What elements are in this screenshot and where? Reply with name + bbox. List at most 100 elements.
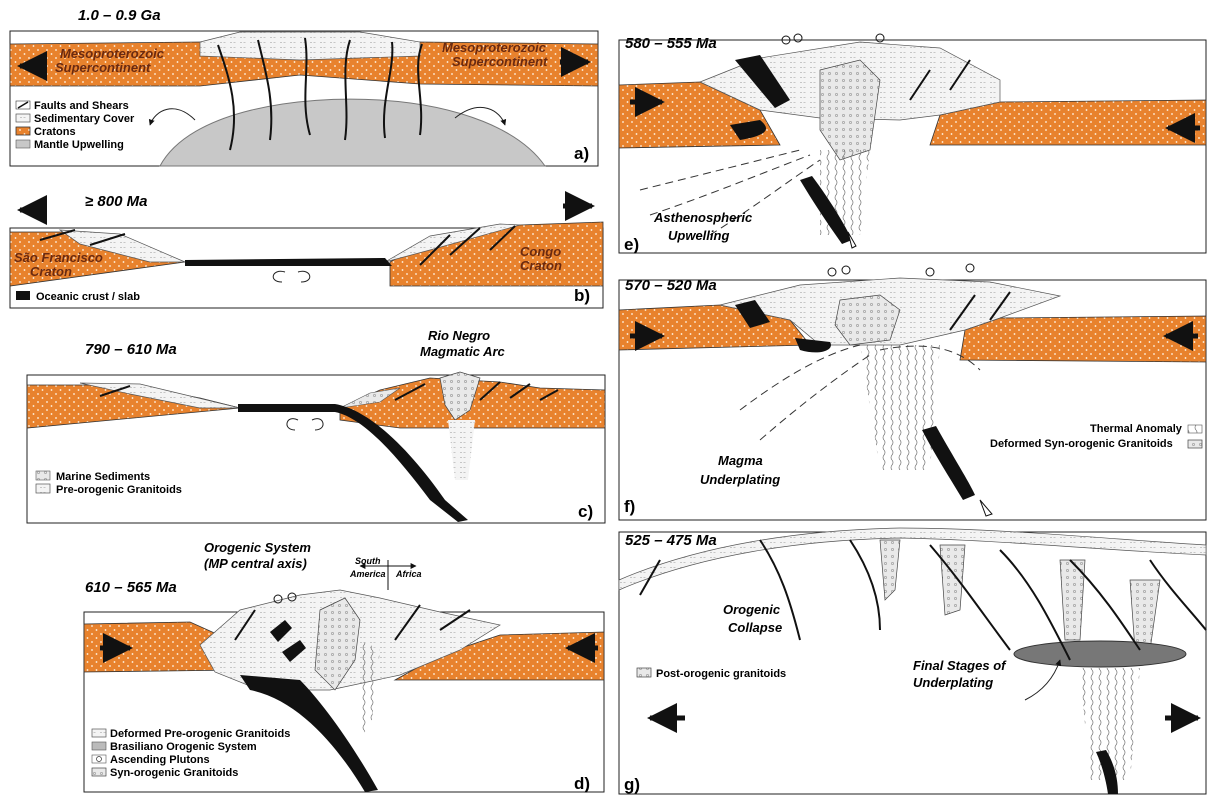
pluton-g1 [880, 540, 900, 600]
panel-a-right-label-1: Mesoproterozoic [442, 40, 547, 55]
fault-g7 [1150, 560, 1206, 630]
panel-c-arc-label-2: Magmatic Arc [420, 344, 506, 359]
legend-pre-orogenic: Pre-orogenic Granitoids [56, 484, 182, 496]
legend-deformed-syn: Deformed Syn-orogenic Granitoids [990, 438, 1173, 450]
panel-b: ≥ 800 Ma São Francisco Craton Congo Crat… [10, 193, 603, 308]
legend-swatch-syn-orogenic [92, 768, 106, 776]
upwelling-line-e2 [650, 155, 810, 215]
panel-c-arc-label-1: Rio Negro [428, 328, 490, 343]
panel-e: 580 – 555 Ma Asthenospheric Upwelling e) [619, 34, 1206, 254]
pluton-symbol-e2 [794, 34, 802, 42]
panel-d-letter: d) [574, 774, 590, 793]
panel-a-left-label-1: Mesoproterozoic [60, 46, 165, 61]
legend-deformed-pre: Deformed Pre-orogenic Granitoids [110, 728, 290, 740]
legend-faults: Faults and Shears [34, 100, 129, 112]
legend-swatch-thermal [1188, 425, 1202, 433]
arc-root-c [448, 420, 475, 480]
panel-c-age: 790 – 610 Ma [85, 341, 177, 358]
panel-a-legend: Faults and Shears Sedimentary Cover Crat… [16, 100, 135, 151]
panel-e-letter: e) [624, 235, 639, 254]
legend-swatch-deformed-pre [92, 729, 106, 737]
thermal-anomaly-f [860, 345, 940, 470]
oceanic-crust-b [185, 258, 392, 266]
legend-syn-orogenic: Syn-orogenic Granitoids [110, 767, 238, 779]
spreading-arrow-left-b [273, 271, 285, 282]
pluton-symbol-f2 [842, 266, 850, 274]
panel-f-label-2: Underplating [700, 472, 780, 487]
legend-swatch-brasiliano [92, 742, 106, 750]
panel-b-letter: b) [574, 286, 590, 305]
panel-d-title-1: Orogenic System [204, 540, 311, 555]
pluton-symbol-f1 [828, 268, 836, 276]
convection-arrow-left-a [150, 109, 195, 125]
panel-b-right-label-1: Congo [520, 244, 561, 259]
panel-c-letter: c) [578, 502, 593, 521]
panel-b-age: ≥ 800 Ma [85, 193, 147, 210]
panel-g-label-4: Underplating [913, 675, 993, 690]
legend-swatch-mantle [16, 140, 30, 148]
panel-f: 570 – 520 Ma Magma Underplating Thermal … [619, 264, 1206, 520]
panel-g-age: 525 – 475 Ma [625, 532, 717, 549]
legend-sediment: Sedimentary Cover [34, 113, 135, 125]
legend-swatch-deformed-syn [1188, 440, 1202, 448]
panel-a-right-label-2: Supercontinent [452, 54, 548, 69]
panel-g-label-1: Orogenic [723, 602, 781, 617]
panel-e-label-1: Asthenospheric [653, 210, 753, 225]
legend-marine: Marine Sediments [56, 471, 150, 483]
compass: South America Africa [349, 556, 422, 590]
panel-a-letter: a) [574, 144, 589, 163]
pluton-symbol-f4 [966, 264, 974, 272]
pluton-g2 [940, 545, 965, 615]
pluton-symbol-e3 [876, 34, 884, 42]
panel-b-left-label-2: Craton [30, 264, 72, 279]
compass-right: Africa [395, 569, 422, 579]
panel-g-label-3: Final Stages of [913, 658, 1007, 673]
fault-g4 [930, 545, 1010, 650]
right-craton-f [960, 316, 1206, 362]
legend-swatch-marine [36, 471, 50, 480]
legend-swatch-cratons [16, 127, 30, 135]
underplating-line-f1 [740, 345, 860, 410]
legend-mantle: Mantle Upwelling [34, 139, 124, 151]
panel-g-label-2: Collapse [728, 620, 782, 635]
panel-e-label-2: Upwelling [668, 228, 729, 243]
legend-thermal: Thermal Anomaly [1090, 423, 1183, 435]
pluton-symbol-f3 [926, 268, 934, 276]
legend-brasiliano: Brasiliano Orogenic System [110, 741, 257, 753]
panel-a-left-label-2: Supercontinent [55, 60, 151, 75]
panel-f-letter: f) [624, 497, 635, 516]
panel-a: 1.0 – 0.9 Ga Mesoproterozoic Supercontin… [10, 7, 598, 166]
underplating-line-f2 [760, 355, 870, 440]
panel-e-age: 580 – 555 Ma [625, 35, 717, 52]
spreading-arrow-right-c [312, 419, 323, 430]
underplated-body-g [1014, 641, 1186, 667]
panel-b-left-label-1: São Francisco [14, 250, 103, 265]
legend-slab: Oceanic crust / slab [36, 291, 140, 303]
panel-a-age: 1.0 – 0.9 Ga [78, 7, 161, 24]
panel-d-title-2: (MP central axis) [204, 556, 307, 571]
upwelling-line-e1 [640, 150, 800, 190]
legend-swatch-sediment [16, 114, 30, 122]
granitoids-e [820, 60, 880, 160]
underplating-pointer-g [1025, 660, 1060, 700]
panel-d-age: 610 – 565 Ma [85, 579, 177, 596]
granitoid-root-d [360, 640, 380, 740]
compass-left-2: America [349, 569, 386, 579]
spreading-arrow-left-c [287, 419, 298, 430]
panel-g-letter: g) [624, 775, 640, 794]
spreading-arrow-right-b [298, 271, 310, 282]
legend-swatch-slab [16, 291, 30, 300]
pluton-g4 [1130, 580, 1160, 650]
legend-swatch-pre-orogenic [36, 484, 50, 493]
descent-arrow-f [980, 500, 992, 516]
legend-post-orogenic: Post-orogenic granitoids [656, 668, 786, 680]
legend-cratons: Cratons [34, 126, 76, 138]
granitoids-f [835, 295, 900, 345]
panel-d-legend: Deformed Pre-orogenic Granitoids Brasili… [92, 728, 290, 779]
legend-plutons: Ascending Plutons [110, 754, 210, 766]
panel-g: 525 – 475 Ma Orogenic Collapse Final Sta… [619, 528, 1206, 794]
legend-swatch-post-orogenic [637, 668, 651, 677]
mantle-upwelling [160, 99, 545, 166]
panel-d: Orogenic System (MP central axis) South … [84, 540, 604, 793]
